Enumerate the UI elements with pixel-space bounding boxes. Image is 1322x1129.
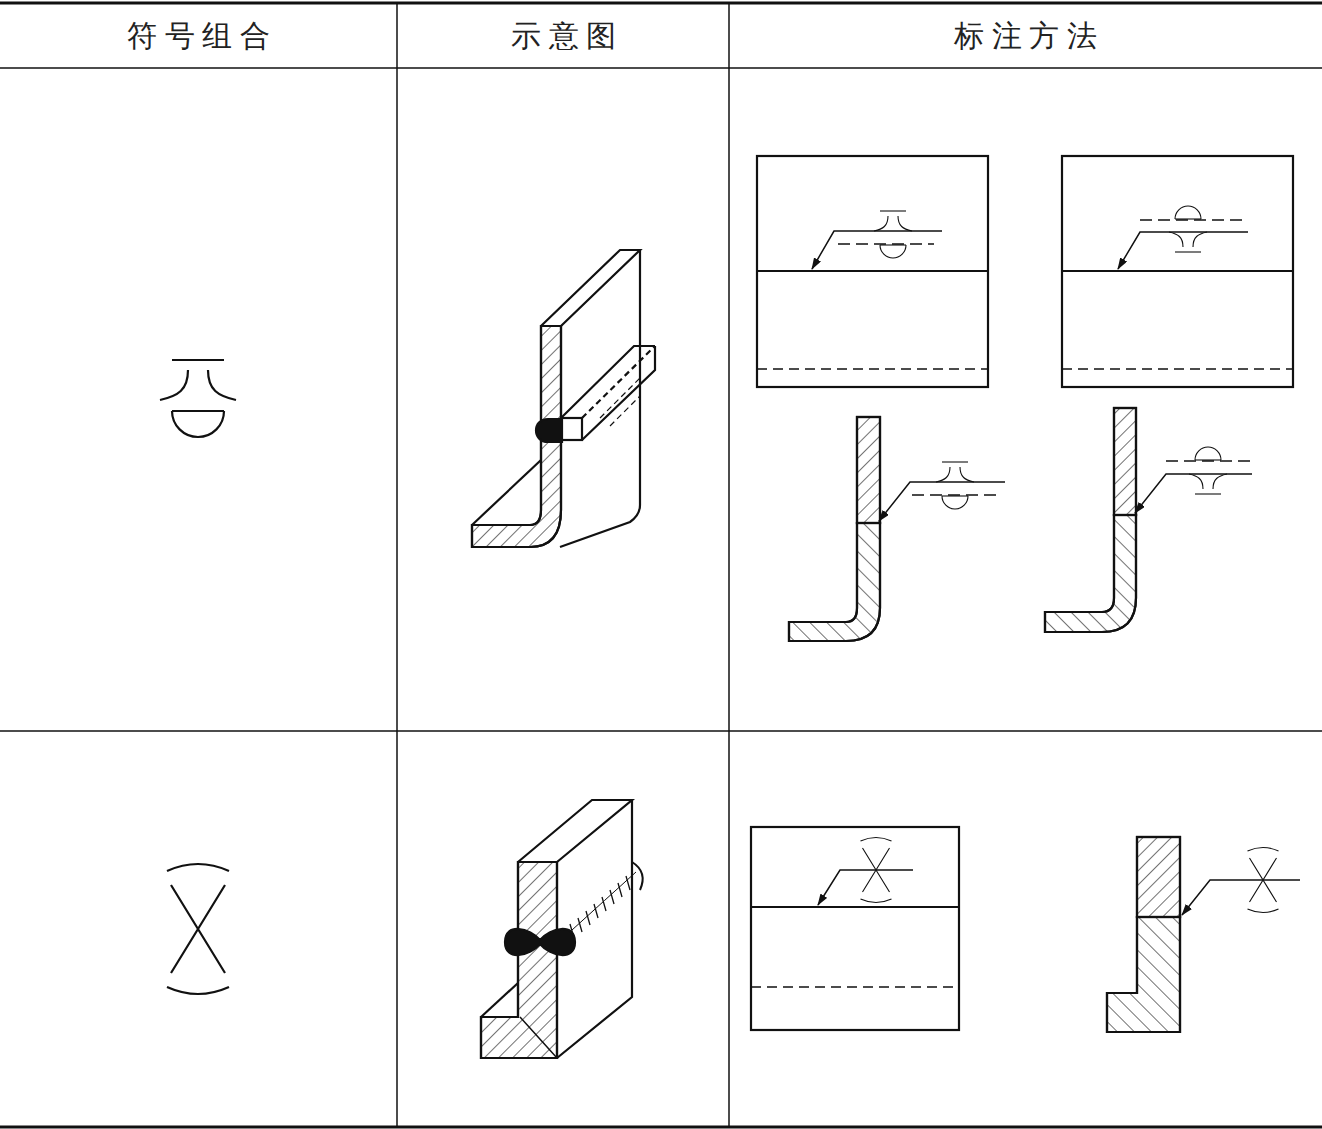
header-cell: 符 号 组 合 (127, 21, 270, 51)
header-cell: 标 注 方 法 (954, 21, 1097, 51)
header-cell: 示 意 图 (511, 21, 616, 51)
